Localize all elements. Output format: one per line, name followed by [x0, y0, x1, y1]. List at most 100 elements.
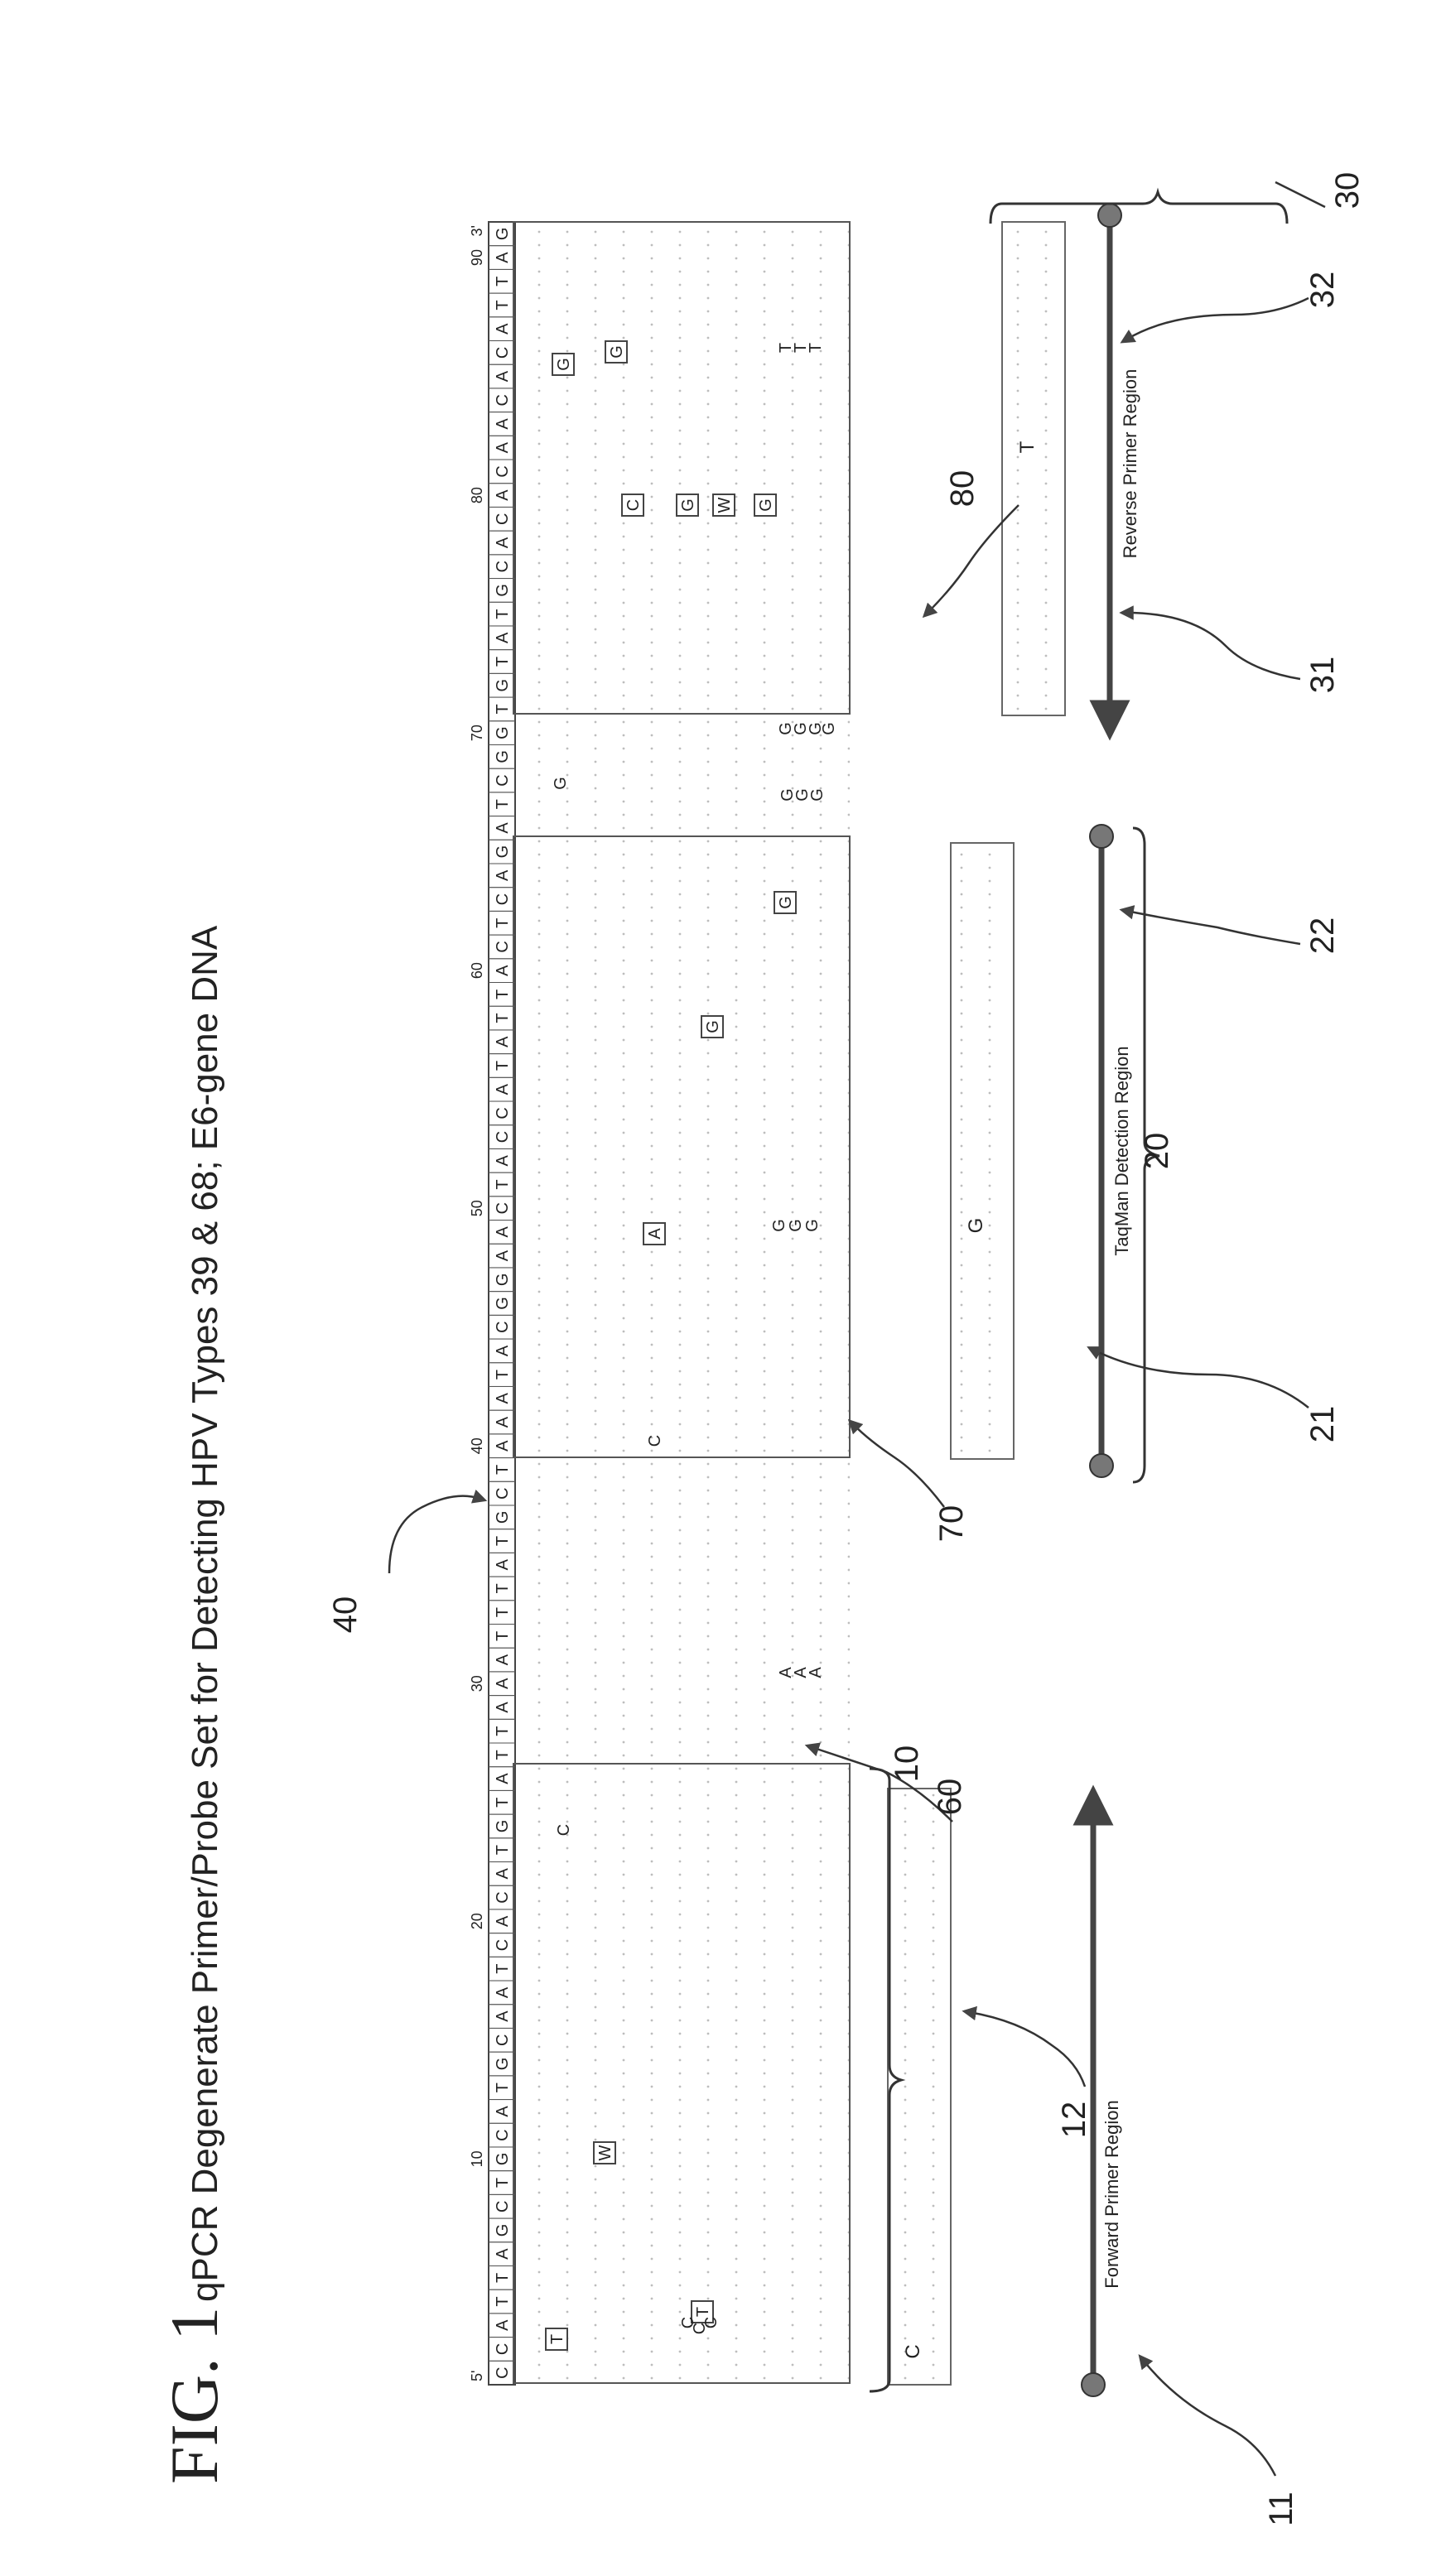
sequence-base: T [494, 2273, 512, 2283]
variant-boxed-base: G [777, 896, 795, 909]
sequence-base: A [494, 1915, 512, 1927]
ref-11: 11 [1263, 2492, 1299, 2526]
sequence-base: A [494, 370, 512, 382]
sequence-base: G [494, 845, 512, 859]
variant-plain-base: C [555, 1824, 573, 1836]
sequence-base: C [494, 2343, 512, 2355]
sequence-base: A [494, 2248, 512, 2260]
sequence-base: A [494, 323, 512, 335]
sequence-base: A [494, 1345, 512, 1356]
variant-boxed-base: G [555, 358, 573, 371]
leader-12 [969, 2012, 1085, 2087]
sequence-base: T [494, 799, 512, 809]
sequence-base: T [494, 1964, 512, 1974]
ref-70: 70 [933, 1505, 970, 1543]
sequence-base: T [494, 1845, 512, 1855]
sequence-base: C [494, 893, 512, 905]
variant-boxed-base: T [694, 2307, 712, 2317]
sequence-base: T [494, 2296, 512, 2306]
reverse-primer-base: T [1016, 441, 1039, 453]
sequence-base: C [494, 2367, 512, 2378]
sequence-base: G [494, 2224, 512, 2237]
variant-boxed-base: W [716, 497, 734, 513]
forward-region-label: Forward Primer Region [1101, 2100, 1122, 2288]
sequence-base: T [494, 1370, 512, 1379]
sequence-tick: 80 [469, 487, 485, 503]
leader-31 [1126, 613, 1300, 679]
sequence-base: T [494, 1179, 512, 1189]
sequence-base: C [494, 774, 512, 786]
sequence-base: T [494, 989, 512, 999]
ref-10: 10 [889, 1745, 925, 1783]
sequence-base: T [494, 918, 512, 928]
variant-plain-base: G [808, 788, 827, 802]
sequence-base: A [494, 537, 512, 548]
sequence-tick: 50 [469, 1200, 485, 1216]
sequence-base: A [494, 632, 512, 643]
forward-primer-base: C [902, 2344, 924, 2358]
ref-12: 12 [1056, 2102, 1092, 2139]
reverse-region-schematic: T Reverse Primer Region [991, 192, 1287, 720]
leader-21 [1093, 1350, 1309, 1408]
ref-30: 30 [1329, 172, 1366, 209]
sequence-base: A [494, 1392, 512, 1404]
sequence-base: T [494, 1750, 512, 1760]
leader-32 [1126, 298, 1309, 339]
sequence-base: C [494, 347, 512, 359]
sequence-base: G [494, 228, 512, 241]
sequence-base: T [494, 1536, 512, 1546]
sequence-base: T [494, 1583, 512, 1593]
variant-plain-base: G [787, 1219, 805, 1232]
sequence-base: T [494, 657, 512, 667]
variant-plain-base: G [820, 722, 838, 735]
sequence-base: A [494, 1868, 512, 1880]
sequence-base: T [494, 1013, 512, 1023]
sequence-base: C [494, 513, 512, 525]
sequence-base: C [494, 1107, 512, 1119]
sequence-tick: 10 [469, 2150, 485, 2167]
sequence-tick: 40 [469, 1437, 485, 1454]
probe-box [951, 843, 1014, 1459]
sequence-base: C [494, 1321, 512, 1332]
sequence-base: C [494, 1939, 512, 1951]
variant-plain-base: G [803, 1219, 822, 1232]
variant-plain-base: C [646, 1435, 664, 1447]
ref-31: 31 [1304, 657, 1341, 694]
ref-80: 80 [944, 470, 981, 508]
sequence-base: C [494, 2129, 512, 2140]
probe-region-label: TaqMan Detection Region [1111, 1046, 1132, 1255]
sequence-tick: 20 [469, 1913, 485, 1929]
sequence-base: T [494, 1061, 512, 1071]
sequence-tick: 70 [469, 725, 485, 741]
sequence-base: G [494, 2153, 512, 2166]
sequence-base: A [494, 1226, 512, 1238]
sequence-base: T [494, 1607, 512, 1617]
probe-region-schematic: G TaqMan Detection Region [951, 825, 1159, 1482]
sequence-base: T [494, 1631, 512, 1641]
sequence-base: A [494, 1440, 512, 1452]
ref-22: 22 [1304, 917, 1341, 955]
reverse-arrow-dot [1098, 204, 1121, 227]
variant-boxed-base: G [757, 498, 775, 512]
sequence-base: A [494, 1154, 512, 1166]
sequence-base: A [494, 2010, 512, 2022]
sequence-base: T [494, 1465, 512, 1475]
sequence-base: C [494, 2034, 512, 2046]
sequence-base: A [494, 1773, 512, 1784]
ref-60: 60 [932, 1779, 968, 1816]
sequence-base: G [494, 1820, 512, 1833]
reverse-brace [991, 192, 1287, 224]
variant-boxed-base: W [596, 2145, 615, 2160]
sequence-base: A [494, 1702, 512, 1713]
variant-boxed-base: T [548, 2334, 566, 2344]
sequence-base: A [494, 965, 512, 976]
sequence-base: T [494, 2082, 512, 2092]
sequence-base: A [494, 2319, 512, 2331]
sequence-base: T [494, 300, 512, 310]
leader-30 [1275, 182, 1325, 207]
figure-title: qPCR Degenerate Primer/Probe Set for Det… [185, 925, 225, 2302]
sequence-base: C [494, 1891, 512, 1903]
sequence-base: G [494, 726, 512, 739]
variant-boxed-base: C [624, 499, 643, 511]
